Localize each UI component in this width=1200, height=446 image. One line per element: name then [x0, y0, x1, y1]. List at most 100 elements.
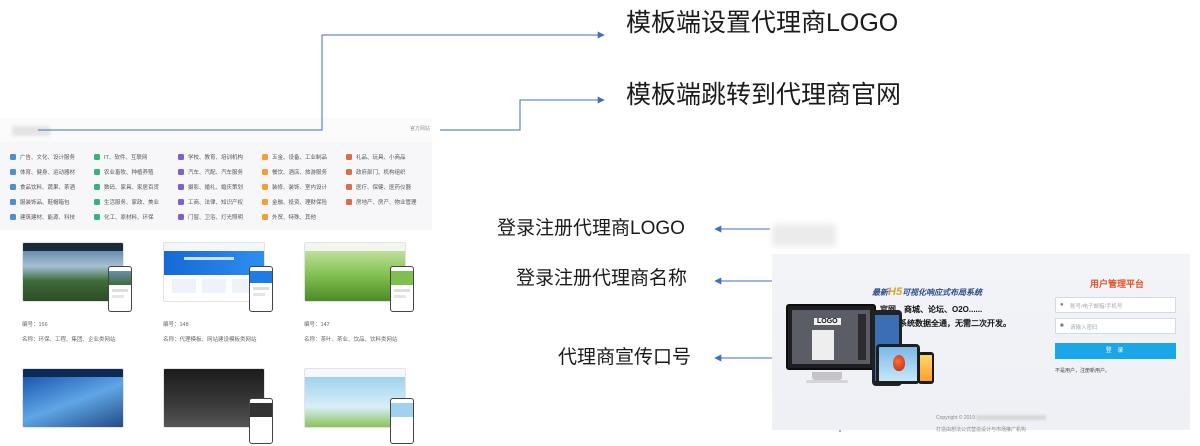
monitor-logo-label: LOGO [814, 318, 841, 325]
card-mobile-preview [249, 266, 273, 312]
category-item[interactable]: 外贸、特殊、其他 [262, 214, 316, 222]
category-label: 五金、设备、工业制品 [272, 155, 328, 161]
category-item[interactable]: 学校、教育、培训机构 [178, 154, 243, 162]
category-icon [10, 199, 16, 205]
monitor-stand [812, 372, 842, 380]
category-icon [178, 199, 184, 205]
category-icon [346, 154, 352, 160]
promo-tagline: 一套系统数据全通，无需二次开发。 [883, 319, 1011, 328]
category-item[interactable]: 礼品、玩具、小商品 [346, 154, 406, 162]
footer-agent-name-blurred [976, 415, 1047, 421]
login-button[interactable]: 登 录 [1055, 343, 1176, 359]
phone-illustration [918, 352, 934, 384]
category-item[interactable]: 化工、原材料、环保 [94, 214, 154, 222]
category-item[interactable]: 服装饰品、鞋帽箱包 [10, 199, 70, 207]
footer-slogan: 打造由想法公式营造设计与市场推广机构 [936, 427, 1027, 433]
category-label: 农业畜牧、种植养殖 [104, 170, 154, 176]
footer-copyright: Copyright © 2019 [936, 415, 1047, 421]
category-item[interactable]: 金融、投资、理财保险 [262, 199, 327, 207]
category-item[interactable]: 数码、家具、家居百货 [94, 184, 159, 192]
category-icon [262, 154, 268, 160]
password-input[interactable]: ■ 请输入密码 [1055, 318, 1176, 334]
category-item[interactable]: 餐饮、酒店、旅游服务 [262, 169, 327, 177]
category-label: 学校、教育、培训机构 [188, 155, 244, 161]
category-item[interactable]: 建筑建材、能源、科技 [10, 214, 75, 222]
category-item[interactable]: 摄影、婚礼、婚庆策划 [178, 184, 243, 192]
category-item[interactable]: 食品饮料、蔬果、茶酒 [10, 184, 75, 192]
template-top-bar: 官方网站 [0, 118, 432, 143]
card-desktop-preview [304, 368, 406, 428]
card-desktop-preview [22, 242, 124, 302]
card-number: 编号：156 [22, 322, 48, 328]
category-label: 金融、投资、理财保险 [272, 200, 328, 206]
category-item[interactable]: 政府部门、机构组织 [346, 169, 406, 177]
category-item[interactable]: 门窗、卫浴、灯光照明 [178, 214, 243, 222]
card-mobile-preview [249, 398, 273, 444]
category-label: 政府部门、机构组织 [356, 170, 406, 176]
category-label: 房地产、房产、物业管理 [356, 200, 417, 206]
connector-template-site [440, 96, 605, 131]
promo-prefix: 最新 [872, 288, 888, 297]
connector-template-logo [38, 31, 605, 131]
monitor-base [806, 380, 848, 383]
category-label: IT、软件、互联网 [104, 155, 148, 161]
category-item[interactable]: 医疗、保健、医药仪器 [346, 184, 411, 192]
category-icon [10, 214, 16, 220]
category-item[interactable]: 体育、健身、运动器材 [10, 169, 75, 177]
category-label: 体育、健身、运动器材 [20, 170, 76, 176]
hot-air-balloon-icon [893, 355, 905, 371]
card-mobile-preview [108, 266, 132, 312]
category-icon [10, 154, 16, 160]
category-label: 化工、原材料、环保 [104, 215, 154, 221]
category-label: 食品饮料、蔬果、茶酒 [20, 185, 76, 191]
card-number: 编号：148 [163, 322, 189, 328]
category-item[interactable]: 装修、装饰、室内设计 [262, 184, 327, 192]
category-icon [178, 184, 184, 190]
template-site-screenshot: 官方网站 广告、文化、设计服务 IT、软件、互联网 学校、教育、培训机构 五金、设备、… [0, 118, 432, 446]
category-item[interactable]: 生活服务、家政、美业 [94, 199, 159, 207]
category-item[interactable]: 农业畜牧、种植养殖 [94, 169, 154, 177]
category-icon [10, 169, 16, 175]
annotation-agent-slogan: 代理商宣传口号 [558, 347, 692, 368]
category-icon [94, 199, 100, 205]
card-name: 名称：代理模板、网站建设模板类网站 [163, 337, 257, 343]
card-desktop-preview [163, 368, 265, 428]
template-category-menu: 广告、文化、设计服务 IT、软件、互联网 学校、教育、培训机构 五金、设备、工业制品 礼… [0, 142, 432, 230]
category-item[interactable]: 广告、文化、设计服务 [10, 154, 75, 162]
category-item[interactable]: 工商、法律、知识产权 [178, 199, 243, 207]
phone-screen [920, 355, 932, 381]
register-link[interactable]: 不是用户，注册新用户。 [1055, 368, 1111, 374]
category-icon [346, 199, 352, 205]
login-panel-title: 用户管理平台 [1090, 279, 1145, 289]
category-label: 生活服务、家政、美业 [104, 200, 160, 206]
category-label: 广告、文化、设计服务 [20, 155, 76, 161]
category-item[interactable]: 五金、设备、工业制品 [262, 154, 327, 162]
category-item[interactable]: 房地产、房产、物业管理 [346, 199, 417, 207]
category-label: 门窗、卫浴、灯光照明 [188, 215, 244, 221]
template-agent-logo-blurred[interactable] [12, 126, 50, 136]
card-name: 名称：茶叶、茶业、饮品、饮料类网站 [304, 337, 398, 343]
monitor-illustration: LOGO [786, 304, 876, 370]
card-desktop-preview [163, 242, 265, 302]
promo-features: 官网、商城、论坛、O2O...... [880, 305, 983, 314]
category-icon [262, 199, 268, 205]
category-icon [262, 184, 268, 190]
card-name: 名称：环保、工程、集团、企业类网站 [22, 337, 116, 343]
category-label: 医疗、保健、医药仪器 [356, 185, 412, 191]
category-label: 服装饰品、鞋帽箱包 [20, 200, 70, 206]
template-official-site-link[interactable]: 官方网站 [410, 126, 431, 132]
monitor-screen: LOGO [792, 310, 870, 364]
category-item[interactable]: 汽车、汽配、汽车服务 [178, 169, 243, 177]
username-input[interactable]: ● 账号/电子邮箱/手机号 [1055, 297, 1176, 313]
footer-copyright-text: Copyright © 2019 [936, 415, 975, 421]
category-label: 摄影、婚礼、婚庆策划 [188, 185, 244, 191]
category-item[interactable]: IT、软件、互联网 [94, 154, 147, 162]
category-icon [94, 154, 100, 160]
category-label: 礼品、玩具、小商品 [356, 155, 406, 161]
category-icon [178, 154, 184, 160]
lock-icon: ■ [1060, 323, 1064, 329]
annotation-login-logo: 登录注册代理商LOGO [497, 218, 685, 239]
category-icon [346, 169, 352, 175]
annotation-template-set-logo: 模板端设置代理商LOGO [626, 9, 899, 37]
tablet2-screen [879, 347, 917, 381]
